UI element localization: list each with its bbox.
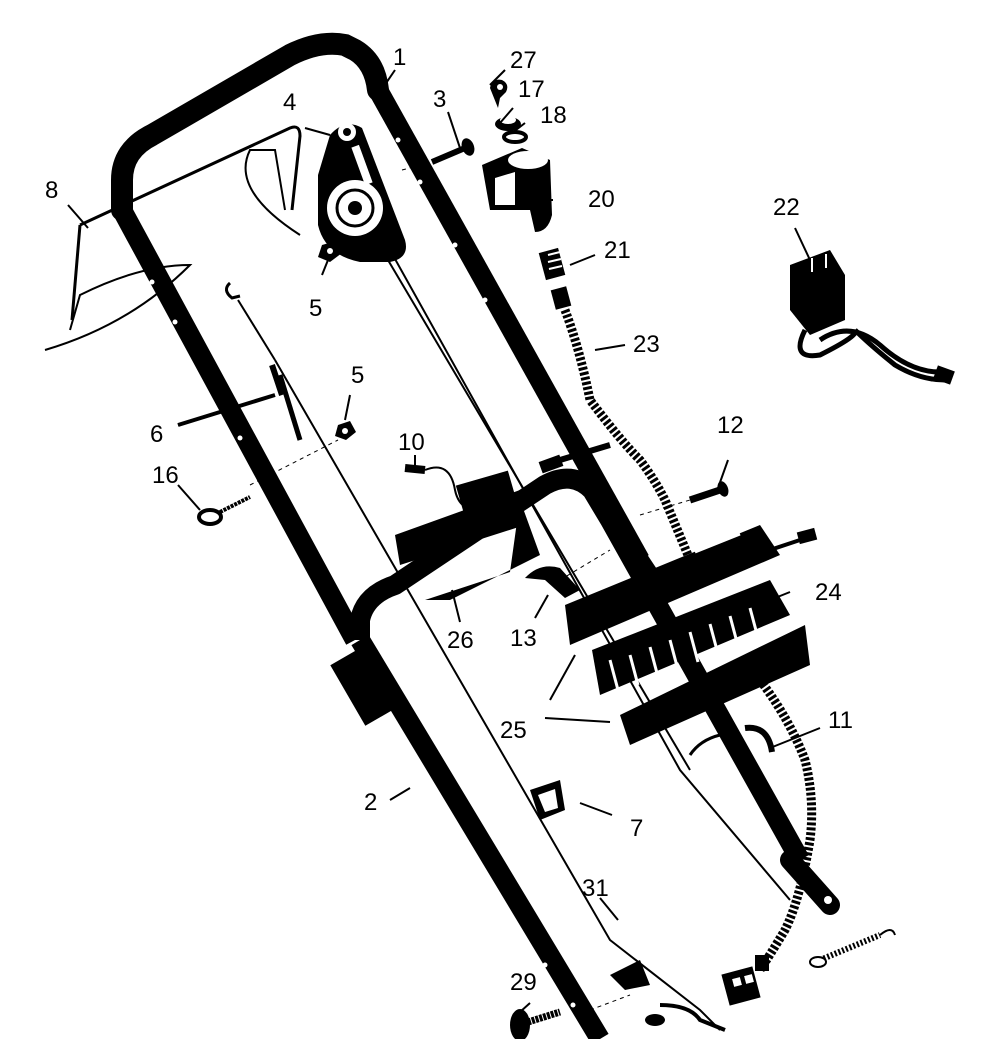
battery-covers — [565, 525, 810, 745]
callout-22: 22 — [773, 194, 800, 221]
clamp-13 — [525, 549, 611, 598]
connector — [538, 247, 572, 310]
callout-16: 16 — [152, 462, 179, 489]
control-housing — [318, 123, 406, 262]
lower-handle — [330, 468, 840, 1039]
callout-17: 17 — [518, 76, 545, 103]
callout-8: 8 — [45, 177, 58, 204]
bolt-12 — [639, 481, 729, 516]
callout-12: 12 — [717, 412, 744, 439]
harness-conduit — [538, 308, 817, 973]
callout-1: 1 — [393, 44, 406, 71]
callout-20: 20 — [588, 186, 615, 213]
key — [490, 79, 508, 108]
springs — [659, 929, 896, 1032]
callout-7: 7 — [630, 815, 643, 842]
callout-10: 10 — [398, 429, 425, 456]
callout-29: 29 — [510, 969, 537, 996]
callout-6: 6 — [150, 421, 163, 448]
callout-4: 4 — [283, 89, 296, 116]
callout-5b: 5 — [351, 362, 364, 389]
harness-plug — [721, 955, 769, 1006]
upper-handle — [111, 32, 668, 645]
callout-18: 18 — [540, 102, 567, 129]
eye-bolt — [197, 495, 251, 526]
callout-13: 13 — [510, 625, 537, 652]
bolt-3 — [401, 138, 475, 171]
callout-21: 21 — [604, 237, 631, 264]
handle-bracket — [395, 470, 540, 600]
callout-23: 23 — [633, 331, 660, 358]
callout-27: 27 — [510, 47, 537, 74]
control-cables — [244, 149, 791, 1031]
nut-5a — [318, 241, 342, 262]
callout-24: 24 — [815, 579, 842, 606]
callout-2: 2 — [364, 789, 377, 816]
cable-guide — [589, 960, 665, 1026]
callout-3: 3 — [433, 86, 446, 113]
callout-11: 11 — [828, 707, 853, 734]
callout-25: 25 — [500, 717, 527, 744]
callout-labels: 1 2 3 4 5 5 6 7 8 10 11 12 13 16 17 18 2… — [45, 44, 853, 996]
bail-rod — [44, 125, 302, 351]
washer — [502, 130, 528, 144]
key-switch-housing — [482, 148, 552, 232]
nut-5b — [249, 421, 356, 486]
leader-lines — [67, 69, 821, 1013]
carriage-bolt — [510, 1008, 562, 1039]
charger — [790, 250, 955, 385]
callout-26: 26 — [447, 627, 474, 654]
callout-5a: 5 — [309, 295, 322, 322]
callout-31: 31 — [582, 875, 609, 902]
cable-clip — [530, 780, 565, 820]
battery — [592, 527, 818, 695]
